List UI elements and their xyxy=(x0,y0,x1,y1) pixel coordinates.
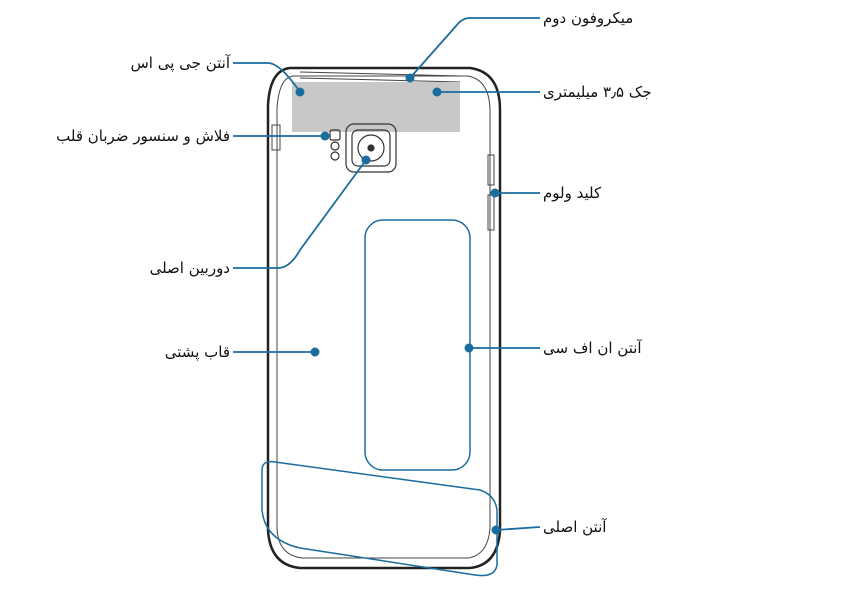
label-nfc-antenna: آنتن ان اف سی xyxy=(543,339,642,357)
label-main-antenna: آنتن اصلی xyxy=(543,518,607,536)
leader-camera xyxy=(233,159,367,269)
label-volume-key: کلید ولوم xyxy=(543,184,602,202)
phone-body-outline xyxy=(266,66,502,570)
leader-main-antenna xyxy=(495,526,541,531)
label-gps-antenna: آنتن جی پی اس xyxy=(130,54,230,72)
label-flash-hr-sensor: فلاش و سنسور ضربان قلب xyxy=(56,127,230,145)
phone-body-inner-edge xyxy=(276,75,491,559)
label-main-camera: دوربین اصلی xyxy=(149,259,230,277)
label-second-mic: میکروفون دوم xyxy=(543,9,634,27)
label-headset-jack: جک ۳٫۵ میلیمتری xyxy=(543,83,652,101)
main-antenna-area xyxy=(261,460,498,577)
flash-sensor xyxy=(329,129,341,161)
camera-module xyxy=(345,123,397,173)
leader-gps xyxy=(233,62,301,93)
volume-key xyxy=(487,154,495,186)
leader-mic xyxy=(409,17,540,79)
label-back-cover: قاب پشتی xyxy=(164,343,230,361)
